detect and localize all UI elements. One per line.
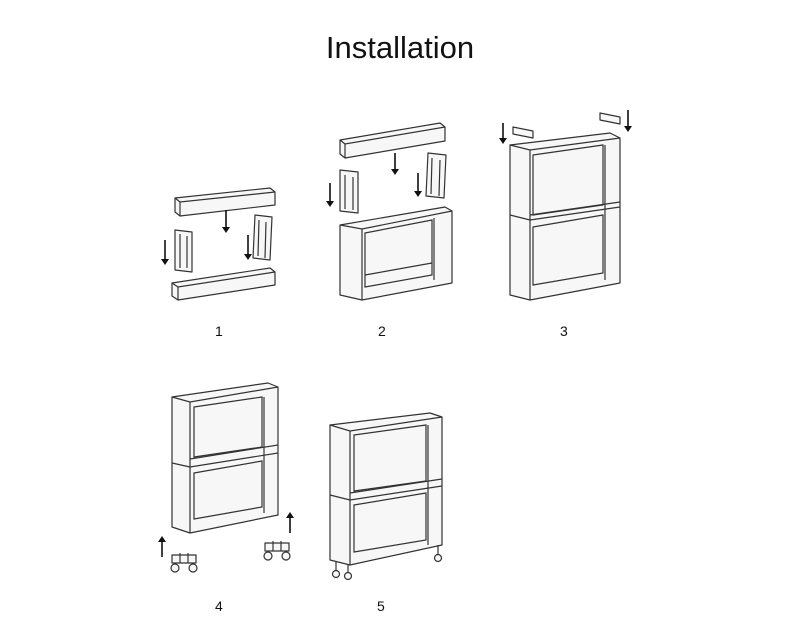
step-3-illustration — [495, 105, 645, 305]
page-title: Installation — [325, 30, 475, 65]
step-1-diagram — [161, 187, 276, 301]
step-4-number: 4 — [215, 598, 223, 614]
step-1-number: 1 — [215, 323, 223, 339]
step-4-illustration — [150, 375, 310, 580]
step-3-diagram — [499, 110, 632, 301]
step-5-diagram — [329, 412, 443, 581]
step-2-illustration — [320, 115, 470, 305]
step-5-number: 5 — [377, 598, 385, 614]
step-3-number: 3 — [560, 323, 568, 339]
wheel-unit-left — [170, 553, 198, 573]
wheel-unit-right — [263, 541, 291, 561]
step-2-diagram — [326, 122, 453, 301]
step-4-diagram — [158, 382, 294, 573]
step-2-number: 2 — [378, 323, 386, 339]
step-1-illustration — [150, 180, 290, 310]
step-5-illustration — [320, 395, 460, 585]
